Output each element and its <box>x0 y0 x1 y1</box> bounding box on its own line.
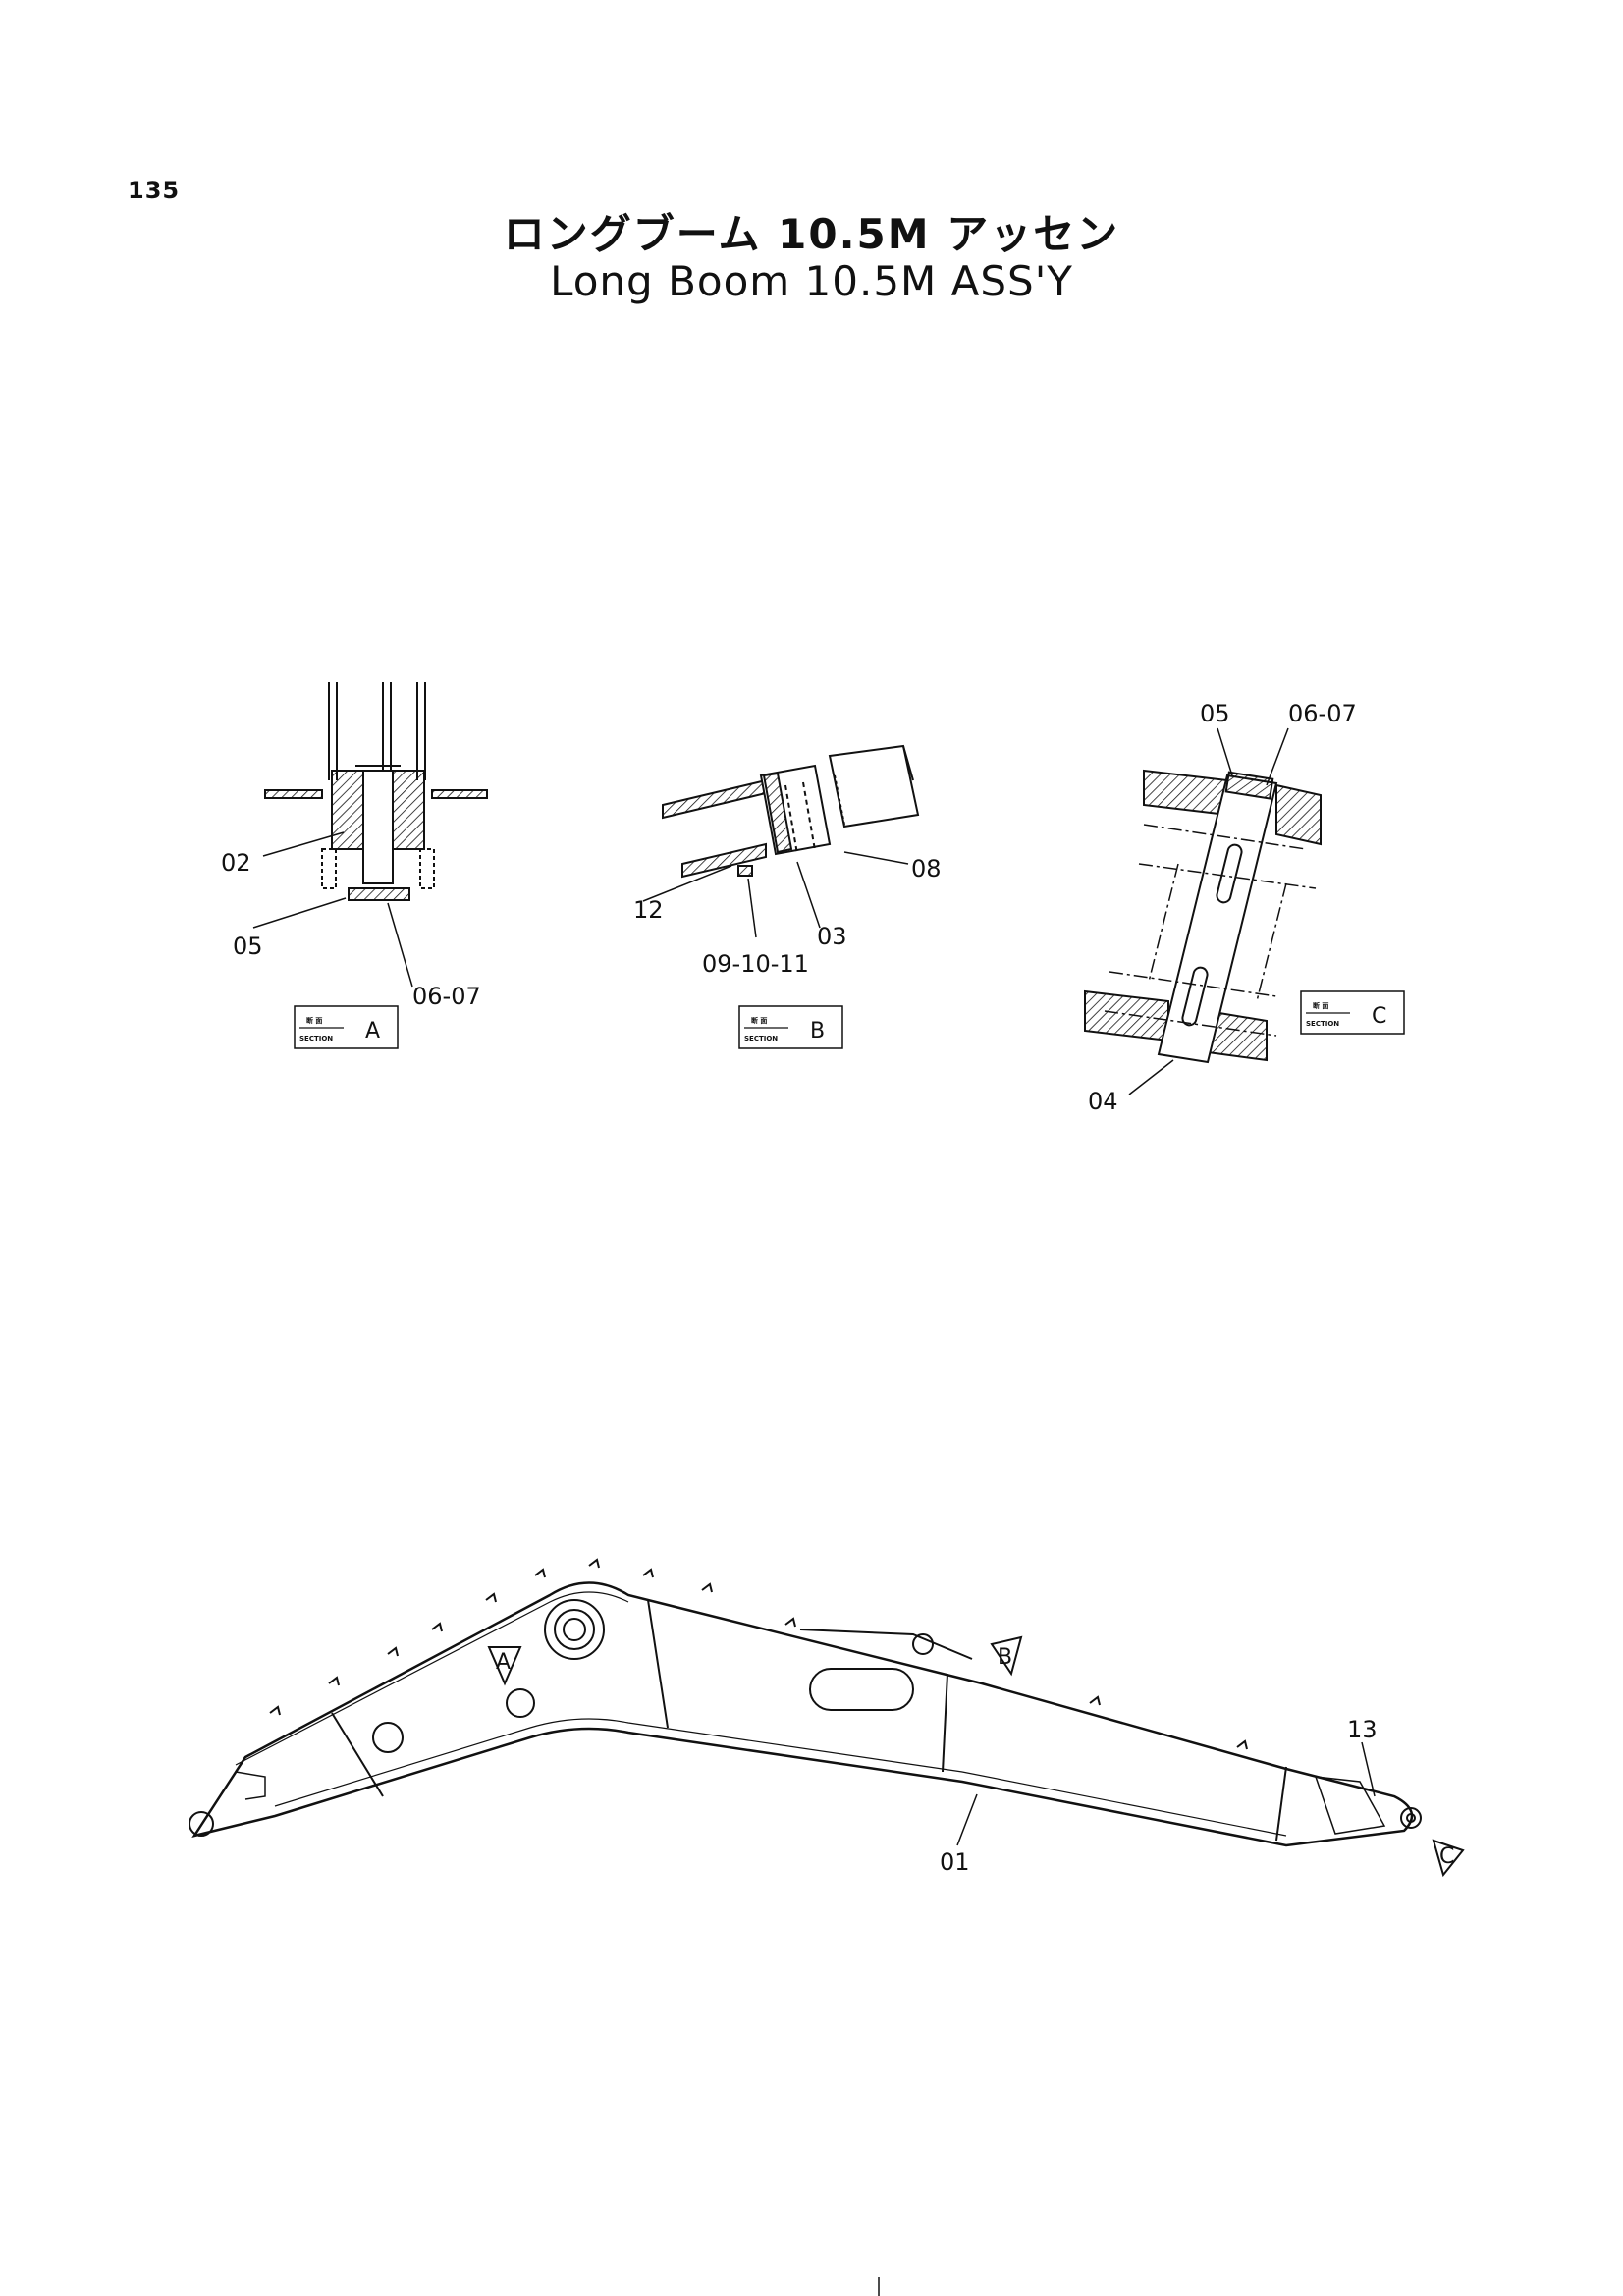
section-b-label-09-10-11: 09-10-11 <box>702 950 809 978</box>
section-a-view <box>252 682 488 1049</box>
section-c-label-04: 04 <box>1088 1088 1118 1115</box>
section-b-label-12: 12 <box>633 896 664 924</box>
section-a-tag-en: SECTION <box>299 1035 333 1042</box>
section-c-tag-jp: 断 面 <box>1313 1001 1328 1010</box>
boom-label-01: 01 <box>940 1848 970 1876</box>
section-c-tag-en: SECTION <box>1306 1020 1339 1028</box>
boom-view <box>189 1558 1465 1878</box>
section-a-label-06-07: 06-07 <box>412 983 481 1010</box>
section-a-tag-jp: 断 面 <box>306 1016 322 1025</box>
section-c-view <box>1084 727 1405 1095</box>
boom-marker-b: B <box>998 1645 1012 1670</box>
section-b-tag-jp: 断 面 <box>751 1016 767 1025</box>
section-b-tag-en: SECTION <box>744 1035 778 1042</box>
boom-marker-a: A <box>496 1650 511 1675</box>
section-b-label-08: 08 <box>911 855 942 882</box>
section-a-tag-letter: A <box>365 1019 380 1043</box>
section-b-view <box>642 744 920 1049</box>
page-number: 135 <box>128 177 181 204</box>
section-b-label-03: 03 <box>817 923 847 950</box>
section-a-label-05: 05 <box>233 933 263 960</box>
boom-label-13: 13 <box>1347 1716 1378 1743</box>
title-japanese: ロングブーム 10.5M アッセン <box>503 210 1120 258</box>
section-a-label-02: 02 <box>221 849 251 877</box>
title-english: Long Boom 10.5M ASS'Y <box>550 257 1073 305</box>
section-c-tag-letter: C <box>1372 1004 1386 1029</box>
section-c-label-05: 05 <box>1200 700 1230 727</box>
section-c-label-06-07: 06-07 <box>1288 700 1357 727</box>
section-b-tag-letter: B <box>810 1019 825 1043</box>
boom-marker-c: C <box>1439 1844 1454 1869</box>
